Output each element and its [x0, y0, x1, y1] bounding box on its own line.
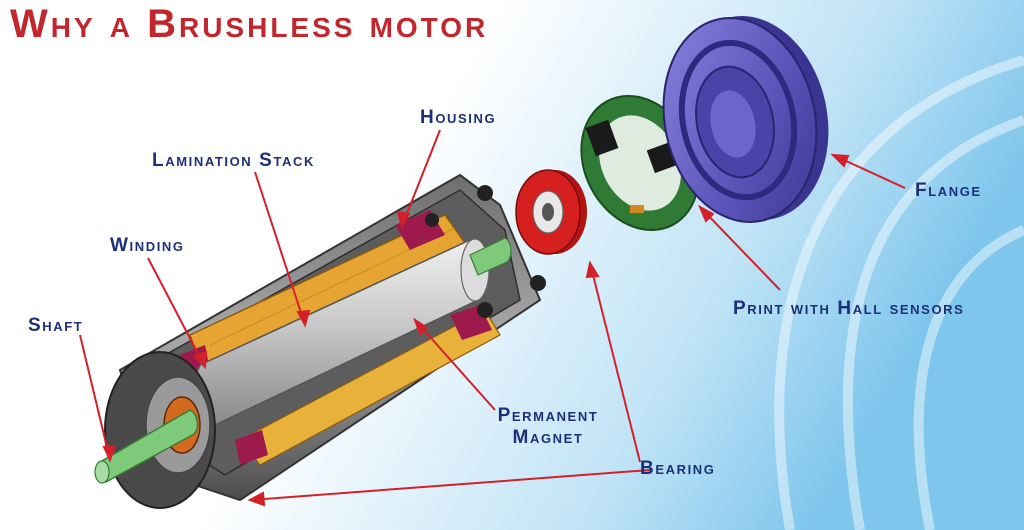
label-winding: Winding: [110, 235, 185, 256]
label-print-hall-sensors: Print with Hall sensors: [733, 298, 965, 319]
label-permanent-magnet: Permanent Magnet: [468, 405, 628, 449]
flange-part: [662, 16, 829, 223]
label-shaft: Shaft: [28, 315, 84, 336]
label-lamination-stack: Lamination Stack: [152, 150, 315, 171]
diagram-title: Why a Brushless motor: [10, 2, 489, 46]
label-permanent-magnet-line2: Magnet: [512, 427, 584, 448]
screw: [477, 302, 493, 318]
screw: [477, 185, 493, 201]
bearing-part: [515, 169, 587, 255]
motor-body: [94, 173, 546, 509]
shaft-rear: [469, 237, 512, 276]
screw: [530, 275, 546, 291]
label-flange: Flange: [915, 180, 982, 201]
leader-lines: [79, 129, 906, 507]
magnet-segment: [235, 430, 268, 465]
shaft-tip: [94, 460, 110, 484]
screw: [425, 213, 439, 227]
label-permanent-magnet-line1: Permanent: [497, 405, 599, 426]
background-arcs: [774, 55, 1024, 530]
label-housing: Housing: [420, 107, 497, 128]
label-bearing: Bearing: [640, 458, 716, 479]
